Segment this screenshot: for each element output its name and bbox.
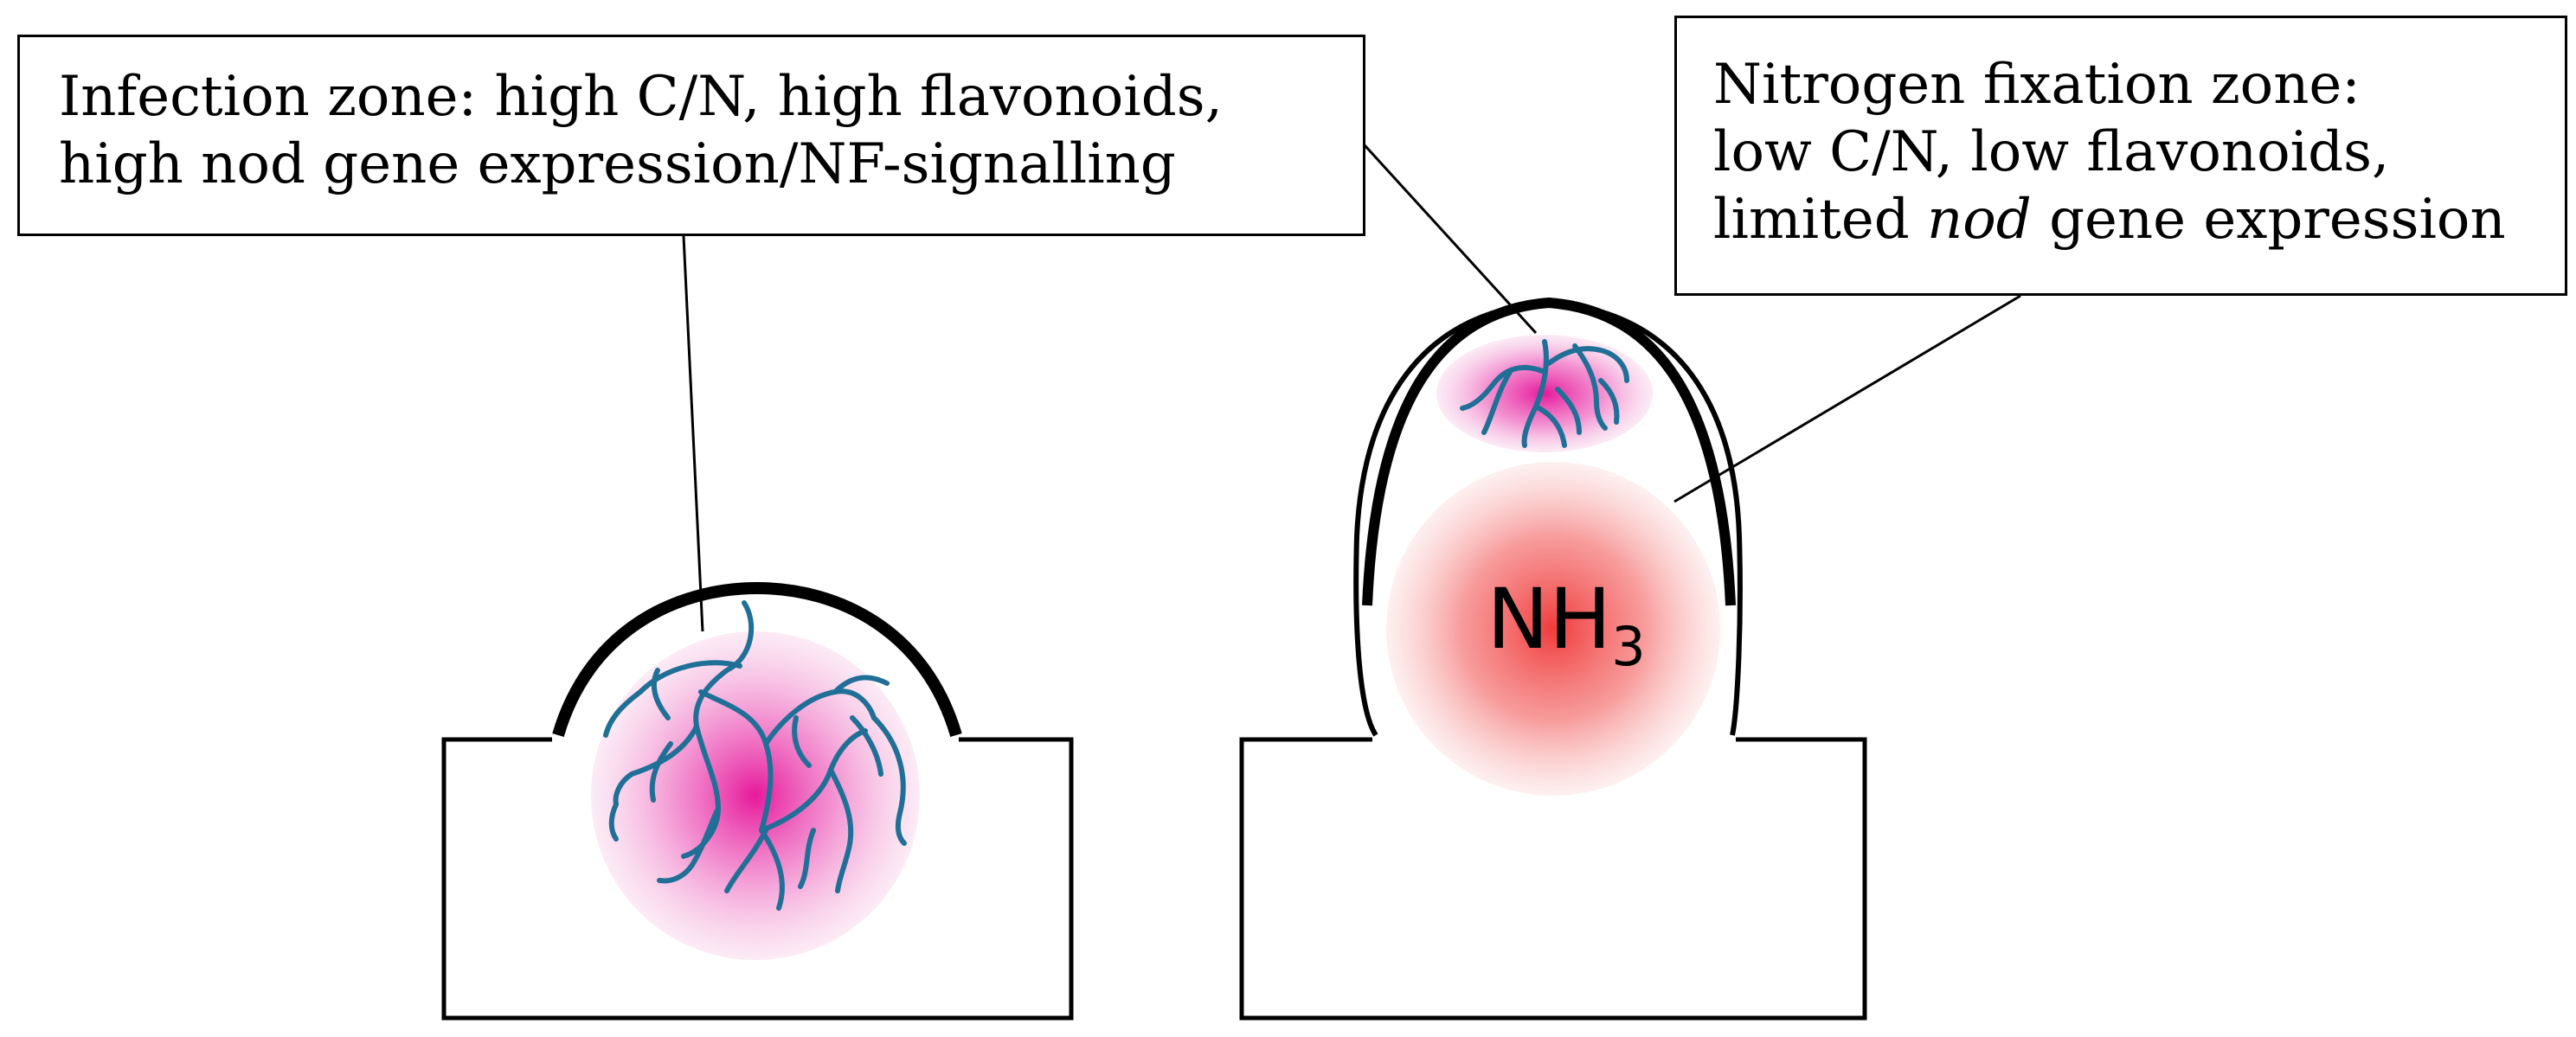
fixation-label-line3-suffix: gene expression — [2031, 188, 2506, 252]
infection-threads — [603, 600, 907, 911]
infection-label-line1: Infection zone: high C/N, high flavonoid… — [59, 65, 1223, 129]
infection-zone-label: Infection zone: high C/N, high flavonoid… — [17, 35, 1365, 236]
fixation-label-line1: Nitrogen fixation zone: — [1713, 53, 2361, 117]
left-nodule-cap — [552, 581, 962, 737]
left-root-section — [441, 581, 1074, 1021]
right-root-base — [1239, 737, 1867, 1021]
fixation-label-line2: low C/N, low flavonoids, — [1713, 120, 2390, 184]
small-infection-threads — [1460, 339, 1629, 448]
callout-lines — [682, 135, 2021, 632]
right-nodule-cap-thick — [1362, 297, 1736, 606]
fixation-label-line3-prefix: limited — [1713, 188, 1927, 252]
fixation-zone-label: Nitrogen fixation zone: low C/N, low fla… — [1674, 16, 2567, 296]
small-infection-callout-line — [1355, 135, 1538, 335]
infection-callout-line — [682, 235, 704, 632]
right-root-section — [1239, 297, 1867, 1021]
fixation-callout-line — [1673, 294, 2021, 503]
nitrogen-fixation-zone — [1386, 462, 1720, 796]
infection-label-line2: high nod gene expression/NF-signalling — [59, 132, 1176, 196]
fixation-label-nod-italic: nod — [1927, 188, 2032, 252]
infection-zone — [591, 631, 920, 960]
fixation-label-line3: limited nod gene expression — [1713, 186, 2565, 253]
left-root-base — [441, 737, 1074, 1021]
